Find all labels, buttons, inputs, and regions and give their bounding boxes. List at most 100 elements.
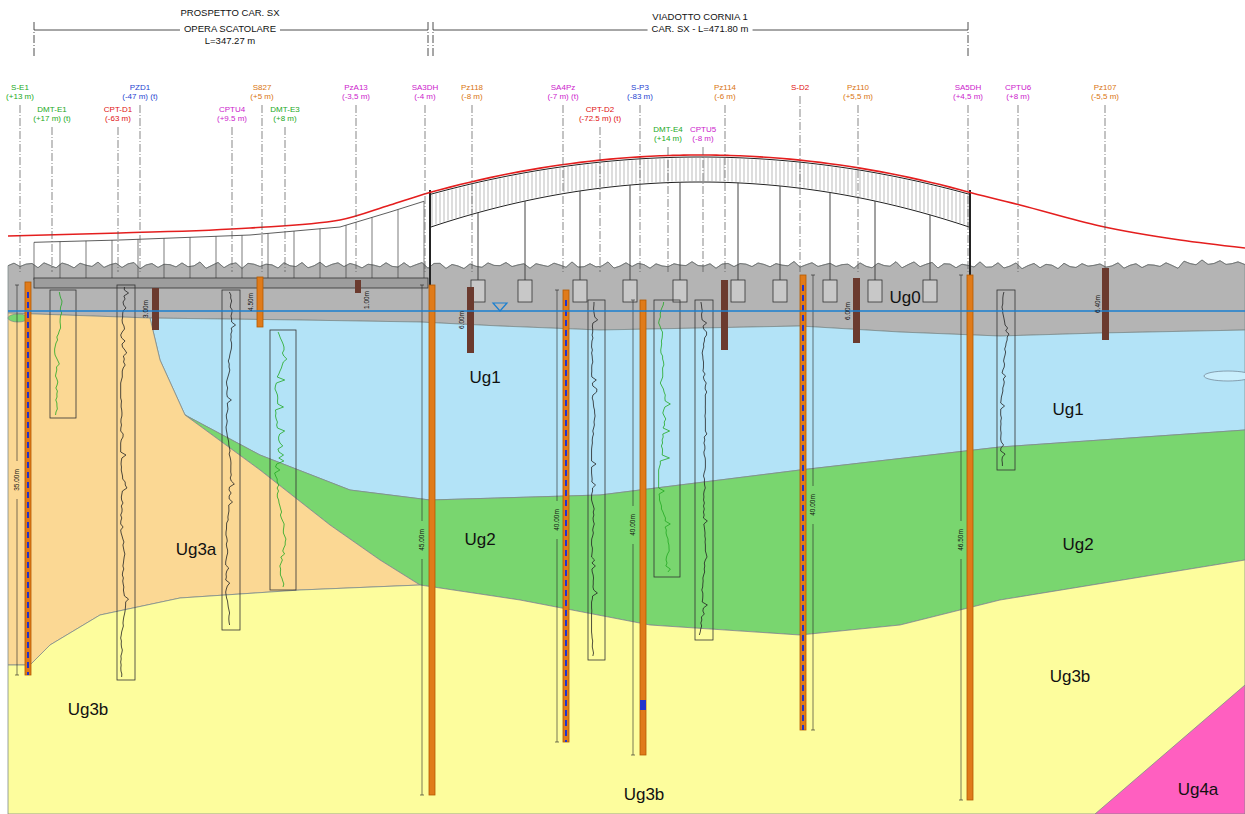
deck-hatch (604, 163, 605, 187)
box-structure-post (424, 201, 425, 280)
deck-hatch (624, 161, 625, 185)
unit-label-holder: Ug0 (889, 289, 920, 308)
deck-hatch (872, 173, 873, 199)
label-holder: Pz114 (714, 84, 736, 93)
deck-hatch (736, 159, 737, 182)
viaduct-pier (680, 182, 681, 280)
borehole-leader (563, 105, 564, 272)
deck-hatch (612, 162, 613, 186)
deck-hatch (488, 181, 489, 209)
label-holder: (+13 m) (6, 93, 34, 102)
dimension-tick (968, 22, 969, 58)
viaduct-pier (738, 183, 739, 280)
deck-hatch (880, 175, 881, 202)
label-holder: (+14 m) (654, 135, 682, 144)
test-frame (50, 290, 76, 418)
deck-hatch (580, 165, 581, 190)
water-table-symbol (493, 303, 507, 311)
borehole-name: SA4Pz (551, 84, 575, 93)
depth-dimension-tick (631, 300, 635, 301)
deck-hatch (964, 194, 965, 225)
borehole-column (563, 290, 569, 742)
deck-hatch (824, 166, 825, 191)
box-structure-post (346, 225, 347, 280)
box-structure-post (138, 239, 139, 280)
deck-hatch (716, 158, 717, 181)
deck-hatch (504, 178, 505, 205)
piezometer-tube (27, 292, 29, 675)
deck-hatch (496, 179, 497, 207)
label-holder: S-E1 (11, 84, 29, 93)
borehole-leader (800, 96, 801, 272)
test-log (121, 287, 129, 677)
label-holder: Pz118 (461, 84, 483, 93)
pier-foundation (868, 280, 882, 302)
deck-hatch (772, 161, 773, 185)
label-holder: (-8 m) (461, 93, 482, 102)
deck-hatch (620, 161, 621, 185)
borehole-column (640, 300, 646, 755)
deck-hatch (656, 159, 657, 182)
borehole-name: CPTU6 (1005, 84, 1031, 93)
viaduct-pier (830, 193, 831, 280)
deck-hatch (644, 160, 645, 183)
borehole-leader (52, 127, 53, 272)
label-holder: CPTU5 (690, 126, 716, 135)
deck-hatch (468, 186, 469, 215)
piezometer-tube (565, 300, 567, 742)
depth-dimension-tick (420, 285, 424, 286)
depth-dimension-tick (811, 730, 815, 731)
label-holder: Pz110 (847, 84, 869, 93)
deck-hatch (788, 162, 789, 186)
deck-hatch (784, 162, 785, 186)
deck-hatch (608, 162, 609, 186)
section-heading: VIADOTTO CORNIA 1 (652, 12, 747, 22)
unit-label: Ug1 (469, 369, 500, 388)
piezometer-cell (640, 700, 646, 710)
unit-label: Ug1 (1052, 401, 1083, 420)
label-holder: (-7 m) (t) (547, 93, 578, 102)
piezometer-column (152, 288, 159, 330)
borehole-name: CPT-D2 (586, 106, 614, 115)
box-structure-post (112, 240, 113, 280)
borehole-leader (1018, 105, 1019, 272)
pier-foundation (573, 280, 587, 302)
depth-dimension-tick (811, 275, 815, 276)
deck-hatch (704, 158, 705, 181)
depth-dimension: 40.00m (629, 514, 636, 536)
unit-label-holder: Ug3b (68, 701, 109, 720)
label-holder: 40.00m (809, 494, 816, 516)
borehole-elevation: (-47 m) (t) (122, 93, 158, 102)
piezometer-column (467, 287, 474, 353)
test-frame (997, 290, 1015, 470)
deck-hatch (804, 164, 805, 188)
deck-hatch (740, 159, 741, 182)
deck-hatch (916, 182, 917, 210)
borehole-elevation: (+13 m) (6, 93, 34, 102)
borehole-column (429, 285, 435, 795)
deck-hatch (792, 162, 793, 186)
deck-hatch (688, 158, 689, 181)
deck-hatch (560, 168, 561, 193)
deck-hatch (920, 183, 921, 211)
test-log (226, 292, 236, 625)
deck-hatch (636, 160, 637, 183)
label-holder: 6.00m (844, 302, 851, 320)
label-holder: 1.00m (363, 291, 370, 309)
deck-hatch (744, 159, 745, 182)
viaduct-deck (430, 157, 970, 227)
deck-hatch (520, 175, 521, 202)
label-holder: SA3DH (412, 84, 439, 93)
box-structure-post (320, 229, 321, 280)
viaduct-pier (780, 186, 781, 280)
borehole-leader (668, 147, 669, 272)
box-structure-post (216, 236, 217, 280)
label-holder: CPT-D1 (104, 106, 132, 115)
deck-hatch (732, 159, 733, 182)
viaduct-pier (478, 213, 479, 280)
